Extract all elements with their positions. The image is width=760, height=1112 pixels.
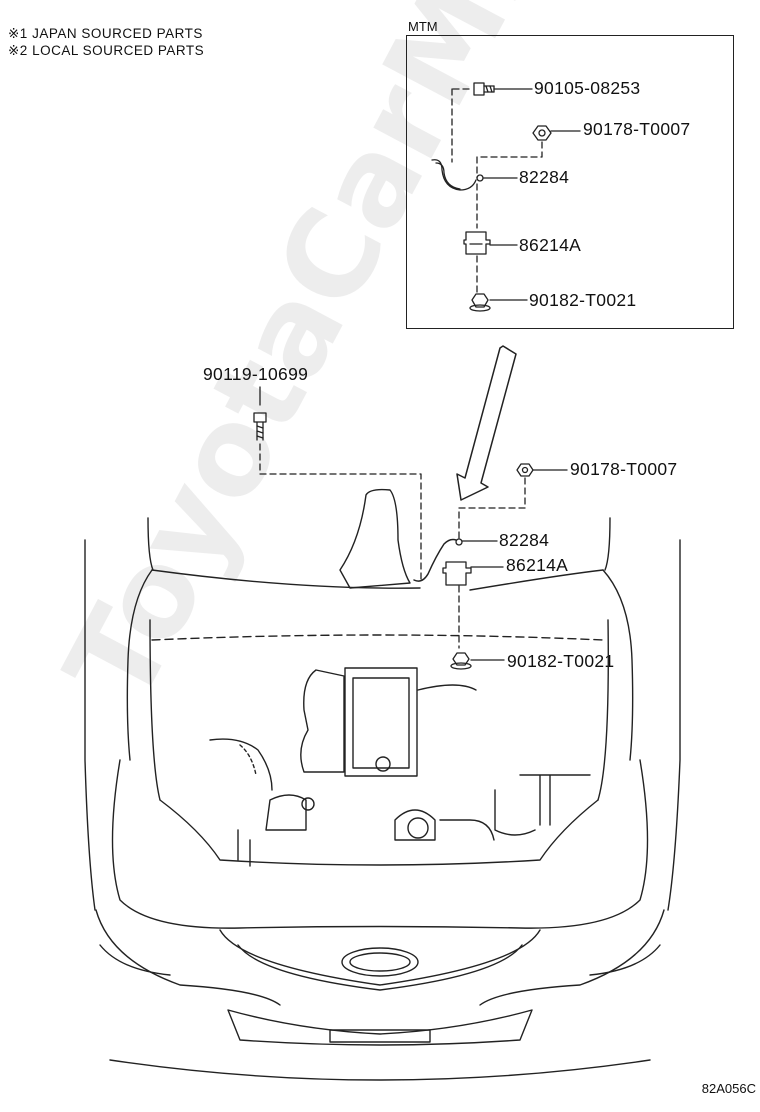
pointer-arrow-icon: [456, 345, 517, 501]
inset-clamp-icon: [463, 231, 491, 255]
main-part-82284[interactable]: 82284: [499, 530, 550, 550]
vehicle-front-drawing: [84, 488, 681, 1081]
inset-part-86214A[interactable]: 86214A: [519, 235, 582, 255]
main-bolt-icon: [253, 412, 267, 441]
main-callouts: [253, 386, 568, 670]
note-japan-sourced: ※1 JAPAN SOURCED PARTS: [8, 26, 203, 41]
inset-drawing: [431, 82, 581, 312]
note-local-sourced: ※2 LOCAL SOURCED PARTS: [8, 43, 205, 58]
inset-label: MTM: [408, 19, 438, 34]
inset-nut-icon: [532, 125, 552, 141]
main-nut-icon: [516, 463, 534, 477]
main-part-86214A[interactable]: 86214A: [506, 555, 569, 575]
inset-bolt-icon: [473, 82, 495, 96]
main-part-90178-T0007[interactable]: 90178-T0007: [570, 459, 678, 479]
main-part-90119-10699[interactable]: 90119-10699: [203, 364, 309, 384]
main-part-90182-T0021[interactable]: 90182-T0021: [507, 651, 615, 671]
main-flange-nut-icon: [450, 652, 472, 670]
inset-flange-nut-icon: [469, 293, 491, 312]
inset-part-82284[interactable]: 82284: [519, 167, 570, 187]
inset-box: [406, 35, 734, 329]
inset-part-90182-T0021[interactable]: 90182-T0021: [529, 290, 637, 310]
diagram-code: 82A056C: [701, 1081, 756, 1096]
inset-part-90105-08253[interactable]: 90105-08253: [534, 78, 641, 98]
main-clamp-icon: [442, 561, 472, 586]
inset-part-90178-T0007[interactable]: 90178-T0007: [583, 119, 691, 139]
inset-ground-strap-icon: [431, 159, 484, 191]
